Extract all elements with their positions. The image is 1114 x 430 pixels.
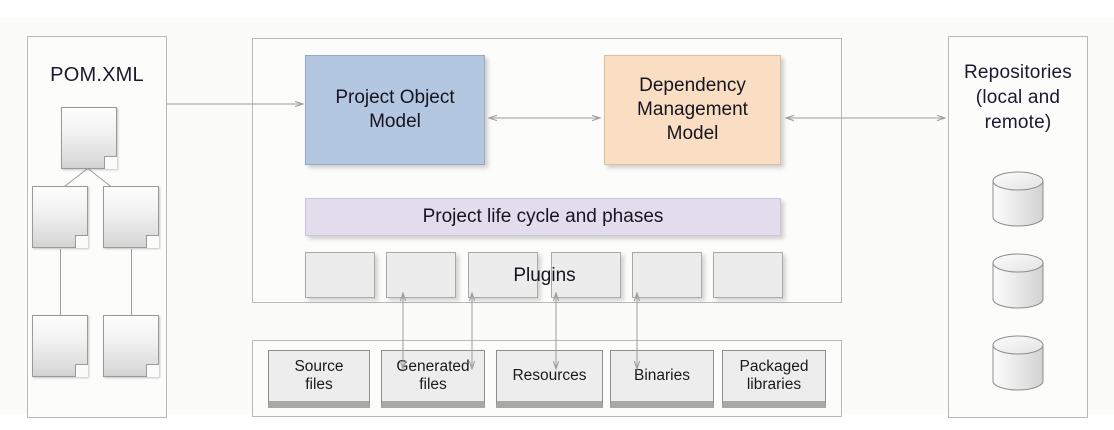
plugin-slot-6[interactable]	[713, 252, 783, 298]
repository-cylinder-2	[992, 253, 1044, 309]
plugins-label: Plugins	[513, 265, 576, 286]
plugin-slot-3[interactable]	[468, 252, 538, 298]
plugin-slot-4[interactable]	[551, 252, 621, 298]
leaf-pom-document-left	[32, 315, 88, 377]
child-pom-document-right	[103, 186, 159, 248]
dependency-management-model-box[interactable]: Dependency Management Model	[604, 55, 781, 165]
artifact-source-files[interactable]: Source files	[268, 350, 370, 408]
artifact-resources[interactable]: Resources	[496, 350, 603, 408]
pom-tree-connector-left-down	[60, 249, 61, 315]
plugin-slot-2[interactable]	[386, 252, 456, 298]
repositories-panel-title: Repositories (local and remote)	[963, 62, 1072, 133]
pom-tree-connector-right-down	[131, 249, 132, 315]
pom-panel-title: POM.XML	[50, 64, 144, 86]
leaf-pom-document-right	[103, 315, 159, 377]
root-pom-document	[61, 107, 117, 169]
repository-cylinder-3	[992, 335, 1044, 391]
artifact-binaries[interactable]: Binaries	[610, 350, 714, 408]
project-object-model-box[interactable]: Project Object Model	[305, 55, 485, 165]
plugin-slot-1[interactable]	[305, 252, 375, 298]
project-lifecycle-bar[interactable]: Project life cycle and phases	[305, 198, 781, 236]
repository-cylinder-1	[992, 171, 1044, 227]
plugin-slot-5[interactable]	[632, 252, 702, 298]
artifact-generated-files[interactable]: Generated files	[381, 350, 485, 408]
artifact-packaged-libraries[interactable]: Packaged libraries	[722, 350, 826, 408]
child-pom-document-left	[32, 186, 88, 248]
